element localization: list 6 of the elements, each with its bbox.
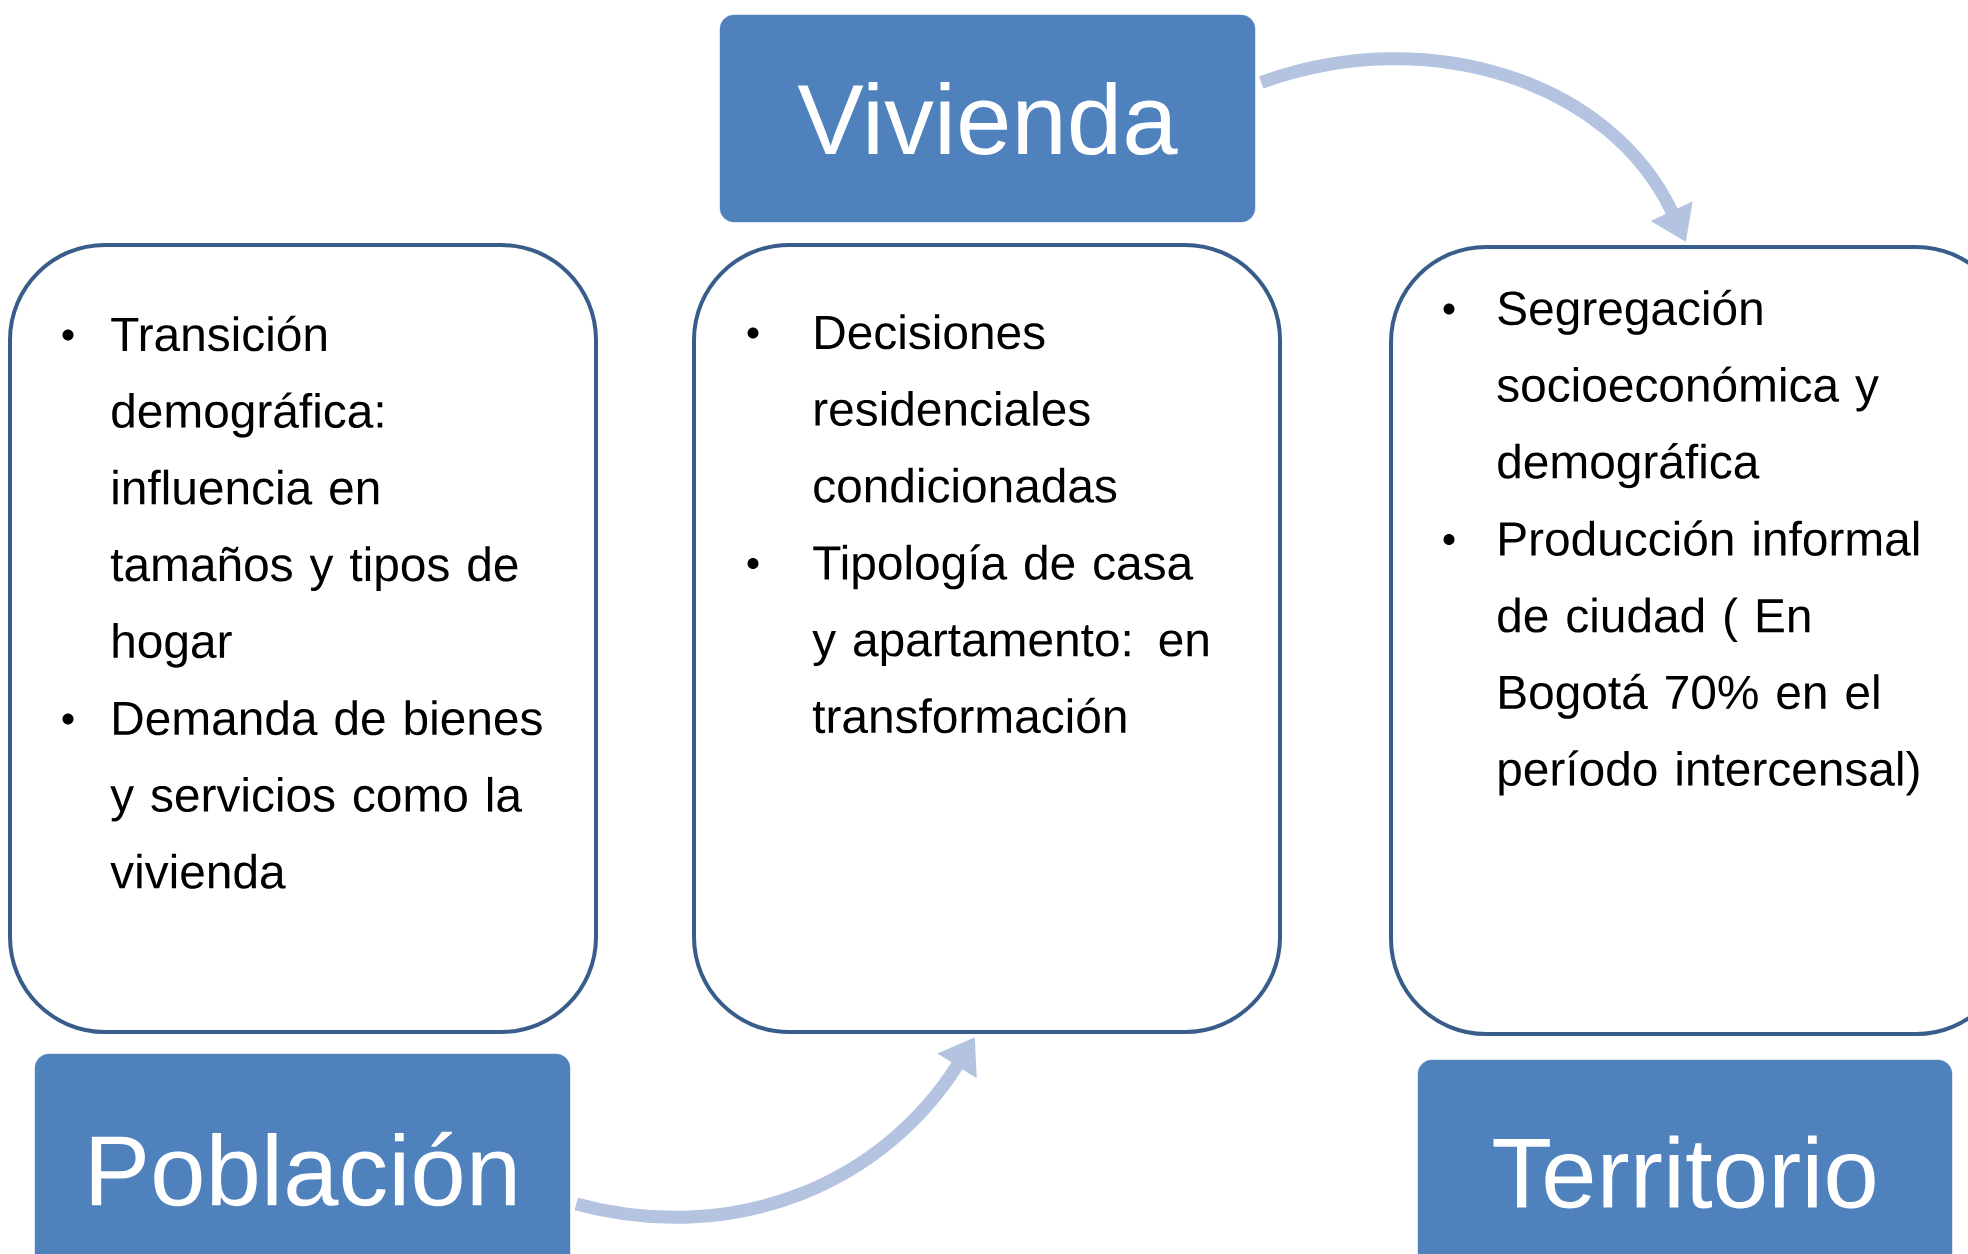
title-box: Territorio bbox=[1417, 1059, 1953, 1254]
bullet-list-box: Transición demográfica: influencia en tamaños y tipos de hogar Demanda de bienes y servicios como la vivienda bbox=[8, 243, 598, 1034]
title-box: Población bbox=[34, 1053, 571, 1254]
bullet-list-box: Segregación socioeconómica y demográfica Producción informal de ciudad ( En Bogotá 70% en el período intercensal) bbox=[1389, 245, 1968, 1036]
title-box: Vivienda bbox=[719, 14, 1256, 223]
bullet-list-box: Decisiones residenciales condicionadas Tipología de casa y apartamento: en transformación bbox=[692, 243, 1282, 1034]
